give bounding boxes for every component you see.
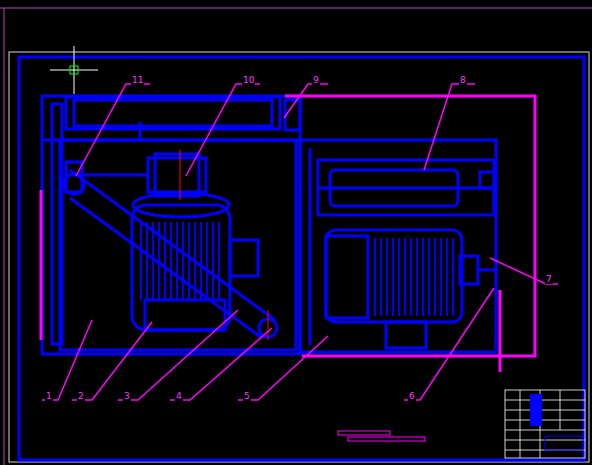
callout-number: 3 [123, 391, 131, 401]
callout-number: 10 [242, 75, 255, 85]
callout-number: 9 [312, 75, 320, 85]
callout-number: 7 [545, 274, 553, 284]
callout-number: 8 [459, 75, 467, 85]
callout-number: 1 [45, 391, 53, 401]
callout-number: 5 [243, 391, 251, 401]
callout-number: 2 [77, 391, 85, 401]
callout-number: 6 [408, 391, 416, 401]
callout-number: 11 [131, 75, 144, 85]
callout-number: 4 [175, 391, 183, 401]
